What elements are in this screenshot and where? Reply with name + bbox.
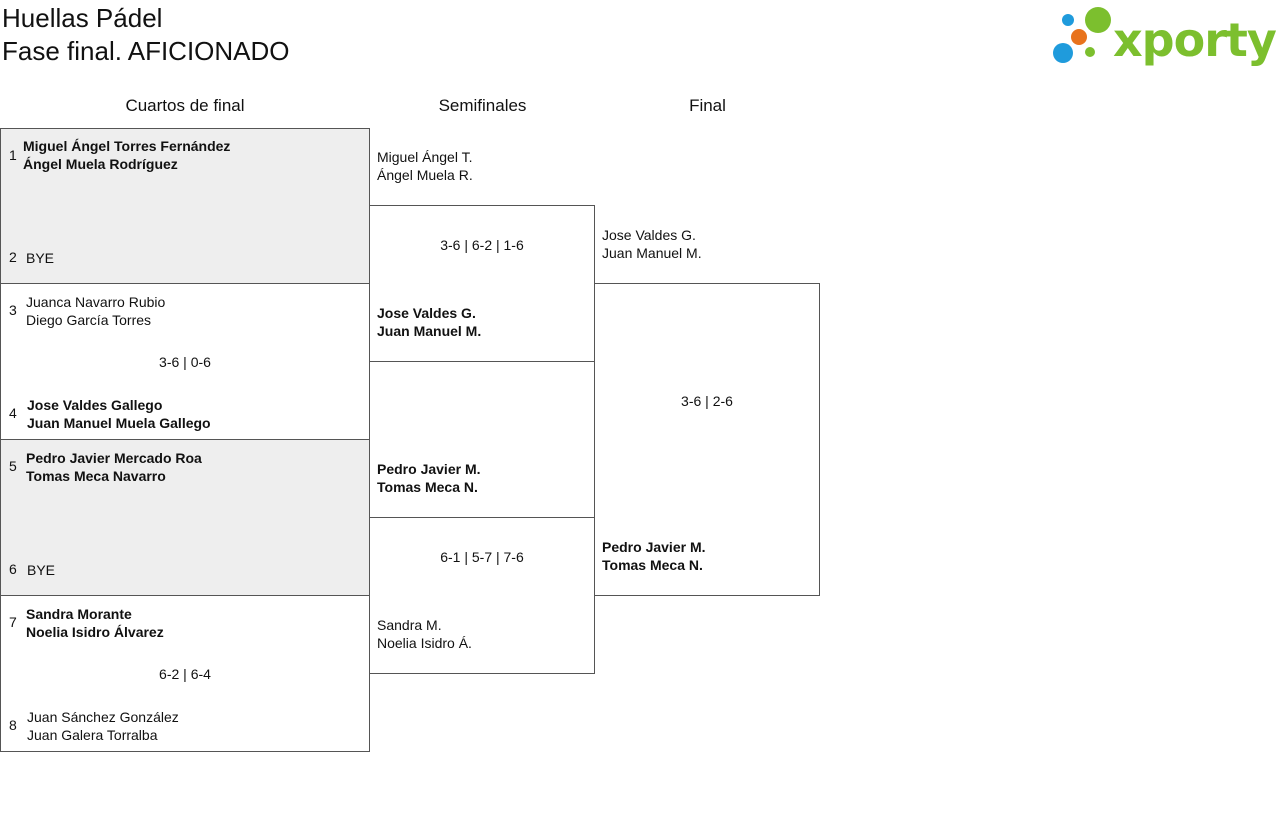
- player-name: Tomas Meca N.: [377, 479, 478, 495]
- match-score: 3-6 | 2-6: [681, 393, 733, 409]
- player-name: Juan Manuel M.: [377, 323, 482, 339]
- player-name: Pedro Javier M.: [602, 539, 706, 555]
- team-entry: Sandra Morante Noelia Isidro Álvarez: [26, 605, 164, 641]
- sf-match-1: 3-6 | 6-2 | 1-6 Jose Valdes G. Juan Manu…: [369, 205, 595, 362]
- logo-dot-green: [1085, 7, 1111, 33]
- match-score: 3-6 | 0-6: [159, 354, 211, 370]
- xporty-logo: xporty: [1053, 7, 1278, 67]
- logo-dot-orange: [1071, 29, 1087, 45]
- sf2-team-a: Pedro Javier M. Tomas Meca N.: [377, 460, 481, 496]
- player-name: Juanca Navarro Rubio: [26, 294, 166, 310]
- seed-number: 8: [9, 717, 17, 733]
- player-name: Diego García Torres: [26, 312, 152, 328]
- logo-dot-blue: [1053, 43, 1073, 63]
- player-name: Noelia Isidro Álvarez: [26, 624, 164, 640]
- round-heading-quarterfinals: Cuartos de final: [125, 96, 245, 115]
- player-name: Sandra M.: [377, 617, 442, 633]
- phase-title: Fase final. AFICIONADO: [2, 36, 290, 66]
- player-name: BYE: [27, 562, 56, 578]
- player-name: BYE: [26, 250, 55, 266]
- player-name: Juan Galera Torralba: [27, 727, 158, 743]
- player-name: Jose Valdes Gallego: [27, 397, 163, 413]
- logo-wordmark: xporty: [1113, 13, 1277, 67]
- player-name: Pedro Javier M.: [377, 461, 481, 477]
- seed-number: 2: [9, 249, 17, 265]
- seed-number: 3: [9, 302, 17, 318]
- round-heading-final: Final: [689, 96, 726, 115]
- sf2-team-b: Sandra M. Noelia Isidro Á.: [377, 616, 472, 652]
- player-name: Tomas Meca N.: [602, 557, 703, 573]
- final-match: 3-6 | 2-6 Pedro Javier M. Tomas Meca N.: [594, 283, 820, 596]
- sf1-team-b: Jose Valdes G. Juan Manuel M.: [377, 304, 481, 340]
- qf-match-4: 7 Sandra Morante Noelia Isidro Álvarez 6…: [0, 595, 370, 752]
- player-name: Pedro Javier Mercado Roa: [26, 450, 202, 466]
- player-name: Miguel Ángel Torres Fernández: [23, 138, 231, 154]
- team-entry: Pedro Javier Mercado Roa Tomas Meca Nava…: [26, 449, 202, 485]
- player-name: Noelia Isidro Á.: [377, 635, 472, 651]
- team-entry: BYE: [27, 561, 55, 579]
- player-name: Sandra Morante: [26, 606, 132, 622]
- qf-match-2: 3 Juanca Navarro Rubio Diego García Torr…: [0, 283, 370, 440]
- logo-dot-blue-top: [1062, 14, 1074, 26]
- player-name: Juan Manuel Muela Gallego: [27, 415, 211, 431]
- final-team-b: Pedro Javier M. Tomas Meca N.: [602, 538, 706, 574]
- player-name: Ángel Muela Rodríguez: [23, 156, 178, 172]
- logo-dot-green-small: [1085, 47, 1095, 57]
- seed-number: 1: [9, 147, 17, 163]
- seed-number: 6: [9, 561, 17, 577]
- seed-number: 7: [9, 614, 17, 630]
- qf-match-3: 5 Pedro Javier Mercado Roa Tomas Meca Na…: [0, 439, 370, 596]
- player-name: Tomas Meca Navarro: [26, 468, 166, 484]
- seed-number: 4: [9, 405, 17, 421]
- qf-match-1: 1 Miguel Ángel Torres Fernández Ángel Mu…: [0, 128, 370, 284]
- player-name: Miguel Ángel T.: [377, 149, 473, 165]
- team-entry: Juanca Navarro Rubio Diego García Torres: [26, 293, 165, 329]
- player-name: Juan Sánchez González: [27, 709, 179, 725]
- team-entry: BYE: [26, 249, 54, 267]
- player-name: Juan Manuel M.: [602, 245, 702, 261]
- sf1-team-a: Miguel Ángel T. Ángel Muela R.: [377, 148, 473, 184]
- team-entry: Juan Sánchez González Juan Galera Torral…: [27, 708, 179, 744]
- round-heading-semifinals: Semifinales: [438, 96, 527, 115]
- seed-number: 5: [9, 458, 17, 474]
- player-name: Jose Valdes G.: [377, 305, 476, 321]
- player-name: Jose Valdes G.: [602, 227, 696, 243]
- match-score: 3-6 | 6-2 | 1-6: [440, 237, 524, 253]
- player-name: Ángel Muela R.: [377, 167, 473, 183]
- match-score: 6-1 | 5-7 | 7-6: [440, 549, 524, 565]
- match-score: 6-2 | 6-4: [159, 666, 211, 682]
- team-entry: Miguel Ángel Torres Fernández Ángel Muel…: [23, 137, 230, 173]
- team-entry: Jose Valdes Gallego Juan Manuel Muela Ga…: [27, 396, 211, 432]
- final-team-a: Jose Valdes G. Juan Manuel M.: [602, 226, 702, 262]
- sf-match-2: 6-1 | 5-7 | 7-6 Sandra M. Noelia Isidro …: [369, 517, 595, 674]
- tournament-title: Huellas Pádel: [2, 3, 163, 33]
